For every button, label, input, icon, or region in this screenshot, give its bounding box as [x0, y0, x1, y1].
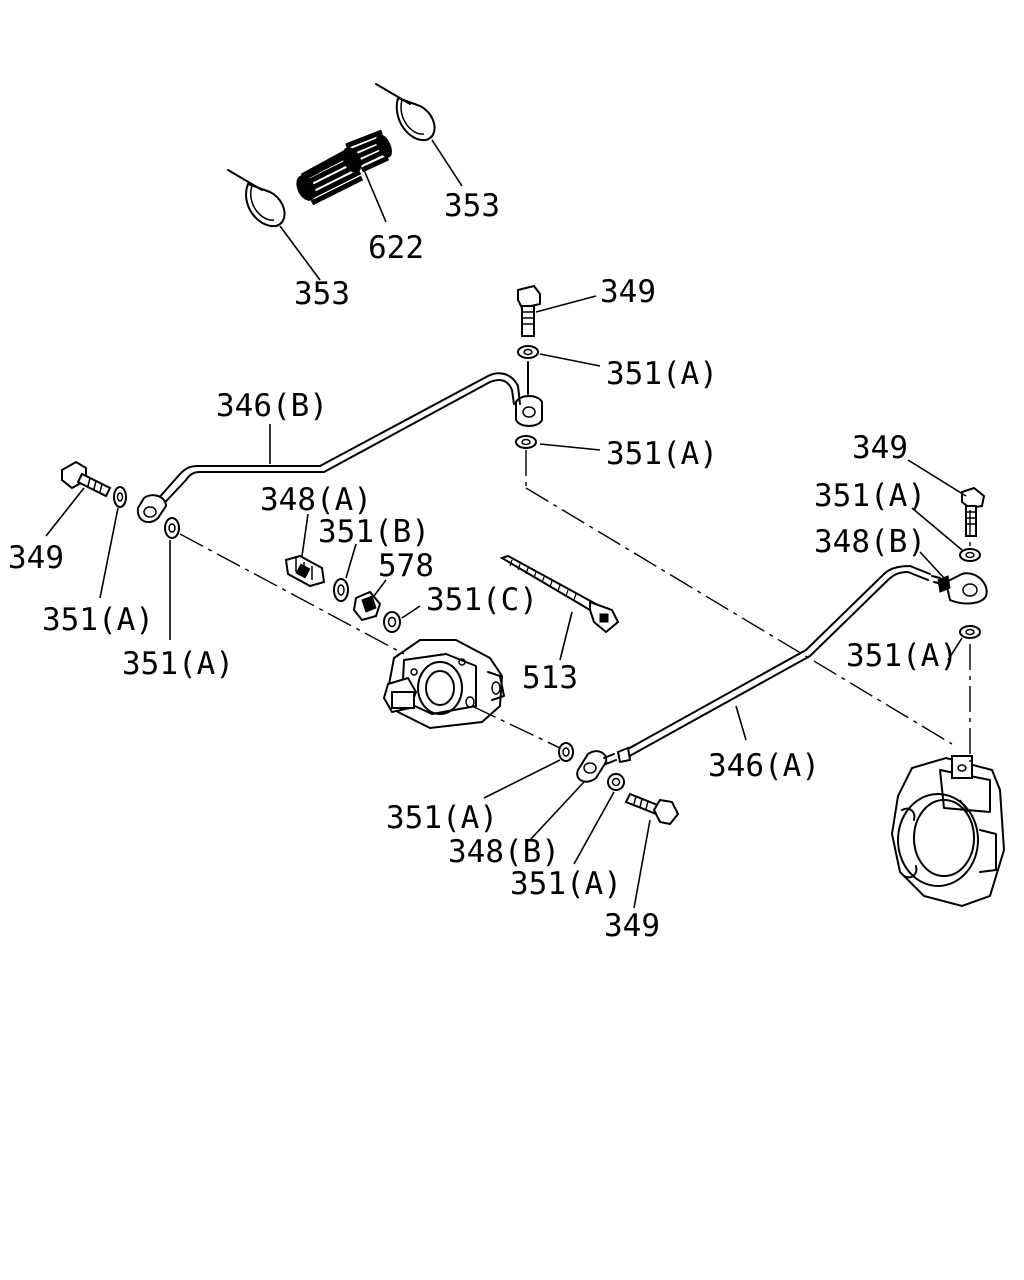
callout-348b-right: 348(B) — [814, 524, 926, 560]
callout-513: 513 — [522, 660, 578, 696]
banjo-fitting-top — [515, 361, 543, 427]
callout-578: 578 — [378, 548, 434, 584]
callout-353-left: 353 — [294, 276, 350, 312]
callout-353-right: 353 — [444, 188, 500, 224]
clip-353-right — [375, 83, 436, 142]
callout-349-right: 349 — [852, 430, 908, 466]
connector-348a — [284, 554, 326, 588]
washer-351b — [333, 578, 349, 602]
callout-351a-left-1: 351(A) — [42, 602, 154, 638]
leader-lines — [45, 139, 967, 909]
center-lines — [179, 450, 971, 762]
washer-351a-bottom-1 — [558, 742, 574, 762]
callout-351c: 351(C) — [426, 582, 538, 618]
bolt-349-top — [517, 284, 541, 337]
washer-351a-right-2 — [959, 625, 981, 639]
callout-348a: 348(A) — [260, 482, 372, 518]
callout-348b-bottom: 348(B) — [448, 834, 560, 870]
pump-body — [382, 639, 505, 730]
callout-349-top: 349 — [600, 274, 656, 310]
callout-351a-bottom-2: 351(A) — [510, 866, 622, 902]
washer-351a-left-2 — [164, 517, 180, 539]
callout-622: 622 — [368, 230, 424, 266]
clip-353-left — [227, 169, 286, 228]
callout-351a-top-1: 351(A) — [606, 356, 718, 392]
washer-351a-right-1 — [959, 548, 981, 562]
washer-351a-bottom-2 — [607, 773, 625, 791]
pump-housing-right — [890, 755, 1006, 908]
washer-351a-top-1 — [517, 345, 539, 359]
callout-351a-top-2: 351(A) — [606, 436, 718, 472]
fitting-348b-right — [937, 572, 988, 605]
washer-351c — [383, 611, 401, 633]
washer-351a-left-1 — [113, 486, 127, 508]
pipe-346a — [616, 565, 943, 764]
callout-351a-right-1: 351(A) — [814, 478, 926, 514]
bolt-349-left — [61, 460, 112, 498]
callout-346b: 346(B) — [216, 388, 328, 424]
callout-labels: 353 622 353 349 351(A) 346(B) 351(A) 349… — [8, 188, 958, 944]
callout-351b: 351(B) — [318, 514, 430, 550]
callout-349-left: 349 — [8, 540, 64, 576]
pipe-346b — [136, 372, 521, 524]
fitting-578 — [352, 590, 382, 622]
callout-351a-left-2: 351(A) — [122, 646, 234, 682]
callout-351a-right-2: 351(A) — [846, 638, 958, 674]
callout-351a-bottom-1: 351(A) — [386, 800, 498, 836]
bolt-349-bottom — [624, 792, 680, 826]
banjo-348b-bottom — [576, 750, 617, 783]
callout-349-bottom: 349 — [604, 908, 660, 944]
bolt-349-right — [961, 486, 986, 537]
callout-346a: 346(A) — [708, 748, 820, 784]
sleeve-622 — [296, 129, 392, 206]
washer-351a-top-2 — [515, 435, 537, 449]
cable-tie-513 — [499, 554, 620, 634]
